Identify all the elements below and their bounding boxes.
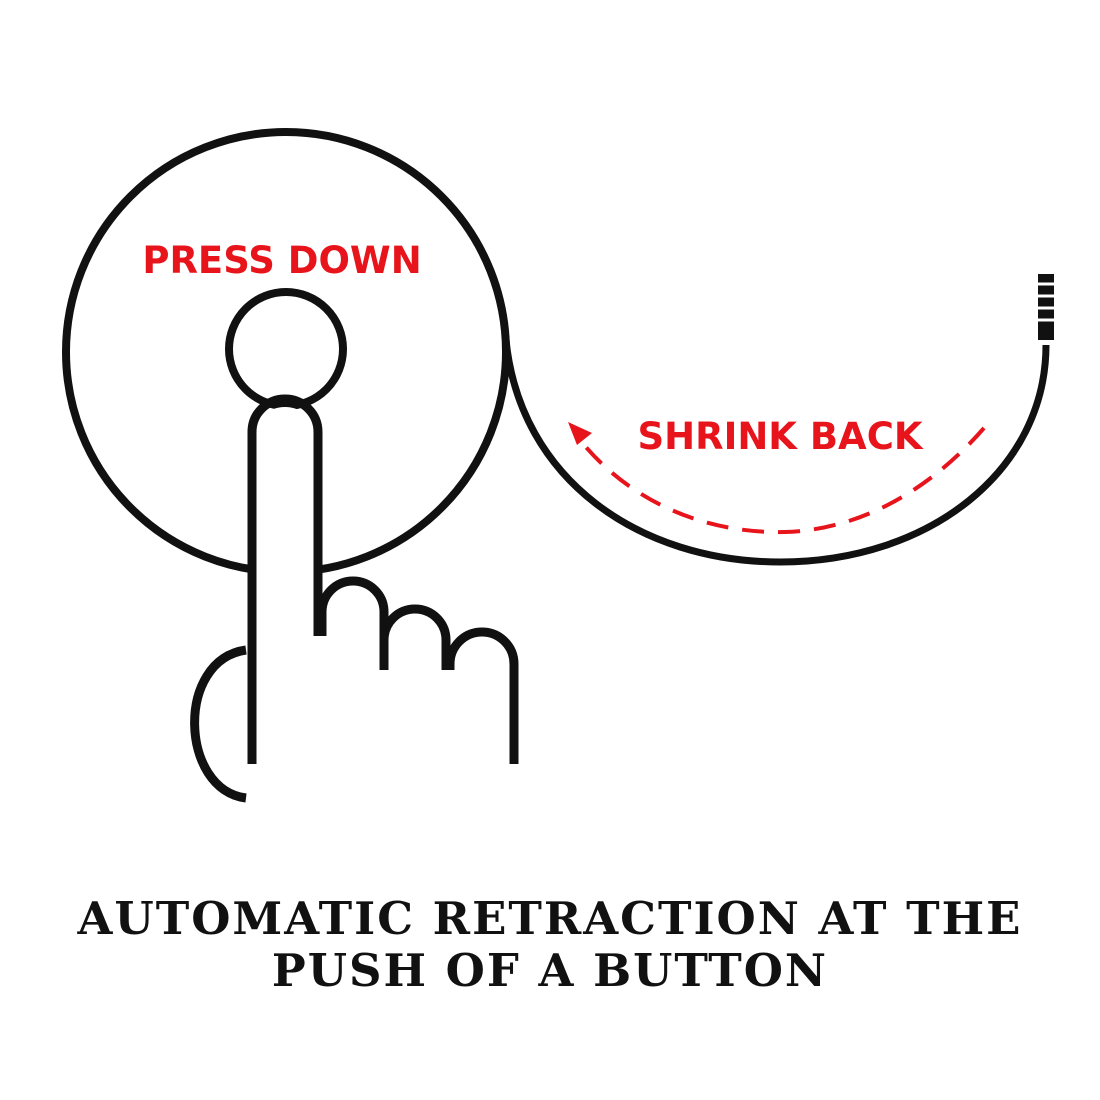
plug-icon [1036,274,1056,340]
press-down-label: PRESS DOWN [142,239,421,282]
caption-line-1: AUTOMATIC RETRACTION AT THE [0,893,1100,945]
retract-button-icon [229,292,343,406]
caption: AUTOMATIC RETRACTION AT THE PUSH OF A BU… [0,893,1100,997]
caption-line-2: PUSH OF A BUTTON [0,945,1100,997]
shrink-back-label: SHRINK BACK [637,415,923,458]
pointing-hand-icon [195,399,514,800]
